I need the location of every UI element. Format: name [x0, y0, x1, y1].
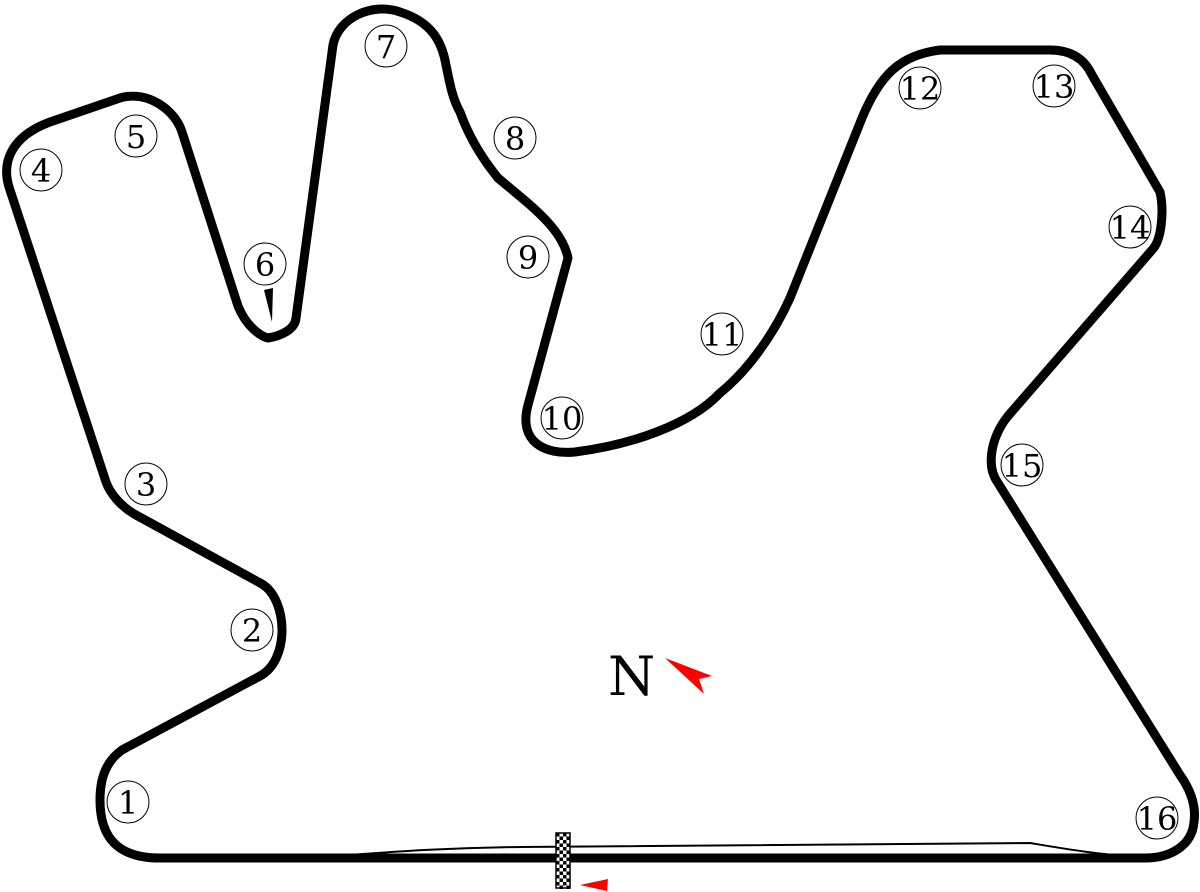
corner-marker-10: 10 — [540, 396, 584, 440]
corner-number: 2 — [242, 612, 262, 650]
corner-circle — [540, 396, 584, 440]
corner-marker-7: 7 — [364, 24, 408, 68]
corner-circle — [506, 235, 550, 279]
corner-number: 13 — [1034, 68, 1075, 106]
corner-circle — [114, 114, 158, 158]
corner-marker-3: 3 — [124, 462, 168, 506]
corner-number: 4 — [31, 152, 51, 190]
corner-circle — [230, 608, 274, 652]
corner-number: 5 — [126, 118, 146, 156]
corner-marker-5: 5 — [114, 114, 158, 158]
north-indicator: N — [608, 645, 712, 708]
corner-number: 10 — [542, 400, 583, 438]
corner-circle — [1108, 205, 1152, 249]
corner-circle — [1000, 443, 1044, 487]
corner-marker-12: 12 — [898, 66, 942, 110]
corner-number: 1 — [118, 784, 138, 822]
corner-marker-13: 13 — [1032, 64, 1076, 108]
corner-number: 16 — [1137, 800, 1178, 838]
corner-number: 14 — [1110, 209, 1151, 247]
corner-marker-9: 9 — [506, 235, 550, 279]
corner-marker-16: 16 — [1135, 796, 1179, 840]
corner-circle — [493, 116, 537, 160]
corner-number: 11 — [702, 316, 743, 354]
north-arrow-icon — [665, 658, 712, 694]
start-finish-line — [555, 832, 571, 889]
corner-number: 9 — [518, 239, 538, 277]
corner-circle — [700, 312, 744, 356]
corner-number: 7 — [376, 28, 396, 66]
corner-circle — [243, 242, 287, 286]
corner-circle — [898, 66, 942, 110]
corner-number: 6 — [255, 246, 275, 284]
corner-number: 12 — [900, 70, 941, 108]
corner-circle — [19, 148, 63, 192]
direction-arrow-icon — [580, 879, 608, 891]
corner-marker-4: 4 — [19, 148, 63, 192]
corner-marker-8: 8 — [493, 116, 537, 160]
corner-number: 3 — [136, 466, 156, 504]
corner-circle — [124, 462, 168, 506]
corner-number: 8 — [505, 120, 525, 158]
corner-marker-14: 14 — [1108, 205, 1152, 249]
corner-marker-1: 1 — [106, 780, 150, 824]
corner-circle — [106, 780, 150, 824]
corner-number: 15 — [1002, 447, 1043, 485]
pit-lane — [299, 841, 1141, 859]
corner-circle — [364, 24, 408, 68]
corner-marker-11: 11 — [700, 312, 744, 356]
sector-marker-icon — [264, 288, 273, 322]
track-outline — [2, 4, 1199, 863]
corner-marker-2: 2 — [230, 608, 274, 652]
corner-circle — [1135, 796, 1179, 840]
corner-circle — [1032, 64, 1076, 108]
corner-marker-15: 15 — [1000, 443, 1044, 487]
corner-marker-6: 6 — [243, 242, 287, 286]
north-label: N — [608, 645, 655, 708]
